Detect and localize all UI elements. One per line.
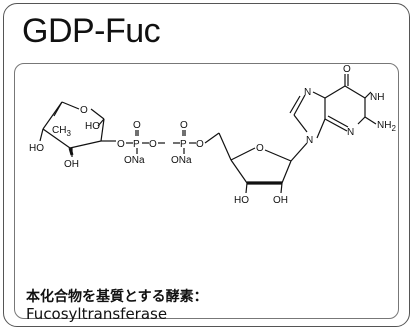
nh-label: NH — [370, 92, 384, 103]
methyl-label: CH3 — [52, 125, 71, 138]
enzyme-name: Fucosyltransferase — [26, 305, 168, 323]
structure-bonds — [39, 74, 377, 194]
nitrogen-7-label: N — [304, 87, 311, 98]
ring-oxygen-label: O — [80, 105, 88, 116]
nitrogen-9-label: N — [306, 135, 313, 146]
structure-panel — [14, 63, 399, 319]
phosphorus-2: P — [180, 139, 187, 150]
phosphoryl-oxygen-1: O — [133, 120, 141, 131]
sodium-oxide-2: ONa — [171, 155, 192, 166]
carbonyl-oxygen-label: O — [343, 64, 351, 75]
compound-title: GDP-Fuc — [22, 12, 161, 50]
linker-oxygen-2: O — [149, 139, 157, 150]
phosphorus-1: P — [133, 139, 140, 150]
linker-oxygen-1: O — [117, 139, 125, 150]
amino-group-label: NH2 — [377, 120, 396, 133]
hydroxyl-label-left: HO — [29, 143, 44, 154]
sodium-oxide-1: ONa — [124, 155, 145, 166]
linker-oxygen-3: O — [196, 139, 204, 150]
structure-labels: O HO CH3 HO OH O P O ONa O P O ONa O O H… — [29, 64, 396, 206]
nitrogen-3-label: N — [347, 127, 354, 138]
hydroxyl-label-top: HO — [85, 121, 100, 132]
ribose-hydroxyl-right: OH — [273, 195, 288, 206]
ribose-oxygen-label: O — [256, 143, 264, 154]
phosphoryl-oxygen-2: O — [180, 120, 188, 131]
hydroxyl-label-bottom: OH — [64, 159, 79, 170]
ribose-hydroxyl-left: HO — [234, 195, 249, 206]
enzyme-heading: 本化合物を基質とする酵素： — [26, 289, 208, 305]
